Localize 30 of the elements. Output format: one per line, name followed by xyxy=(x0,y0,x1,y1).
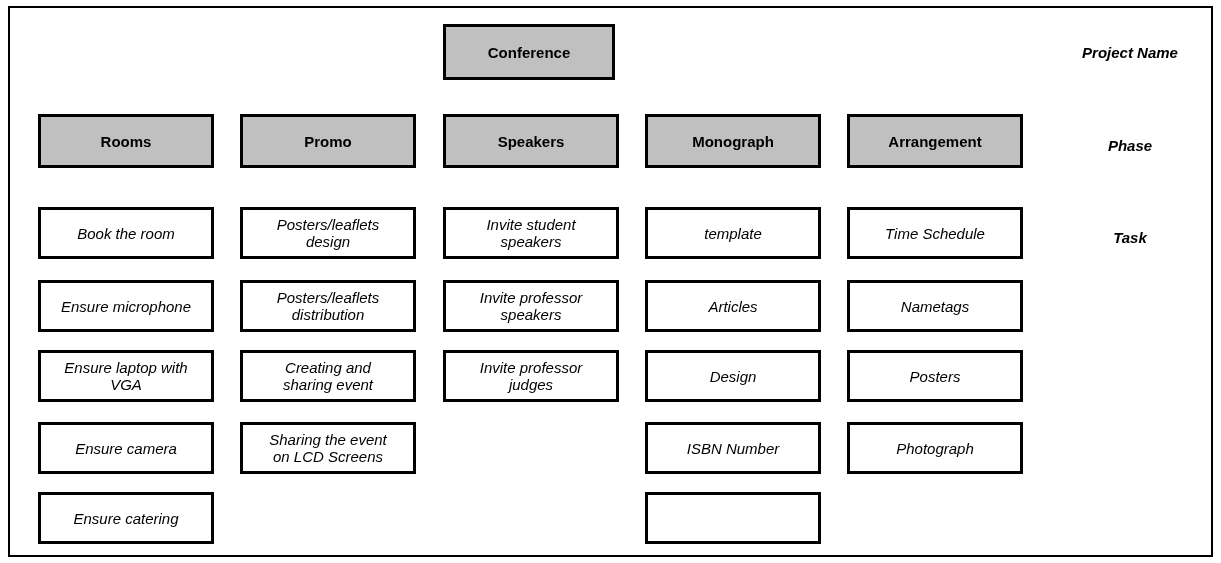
task-box: Invite professor judges xyxy=(443,350,619,402)
task-box: template xyxy=(645,207,821,259)
task-box: ISBN Number xyxy=(645,422,821,474)
level-label: Phase xyxy=(1106,137,1154,154)
task-box: Photograph xyxy=(847,422,1023,474)
task-box: Articles xyxy=(645,280,821,332)
phase-box: Promo xyxy=(240,114,416,168)
task-box: Posters/leaflets design xyxy=(240,207,416,259)
task-box: Ensure catering xyxy=(38,492,214,544)
task-box: Book the room xyxy=(38,207,214,259)
task-box: Design xyxy=(645,350,821,402)
task-box: Ensure camera xyxy=(38,422,214,474)
task-box: Ensure laptop with VGA xyxy=(38,350,214,402)
phase-box: Speakers xyxy=(443,114,619,168)
task-box: Invite student speakers xyxy=(443,207,619,259)
task-box: Creating and sharing event xyxy=(240,350,416,402)
task-box: Posters/leaflets distribution xyxy=(240,280,416,332)
level-label: Project Name xyxy=(1081,44,1179,61)
empty-task-box xyxy=(645,492,821,544)
level-label: Task xyxy=(1112,229,1148,246)
task-box: Posters xyxy=(847,350,1023,402)
phase-box: Monograph xyxy=(645,114,821,168)
task-box: Sharing the event on LCD Screens xyxy=(240,422,416,474)
task-box: Time Schedule xyxy=(847,207,1023,259)
task-box: Ensure microphone xyxy=(38,280,214,332)
phase-box: Conference xyxy=(443,24,615,80)
task-box: Invite professor speakers xyxy=(443,280,619,332)
task-box: Nametags xyxy=(847,280,1023,332)
phase-box: Arrangement xyxy=(847,114,1023,168)
phase-box: Rooms xyxy=(38,114,214,168)
